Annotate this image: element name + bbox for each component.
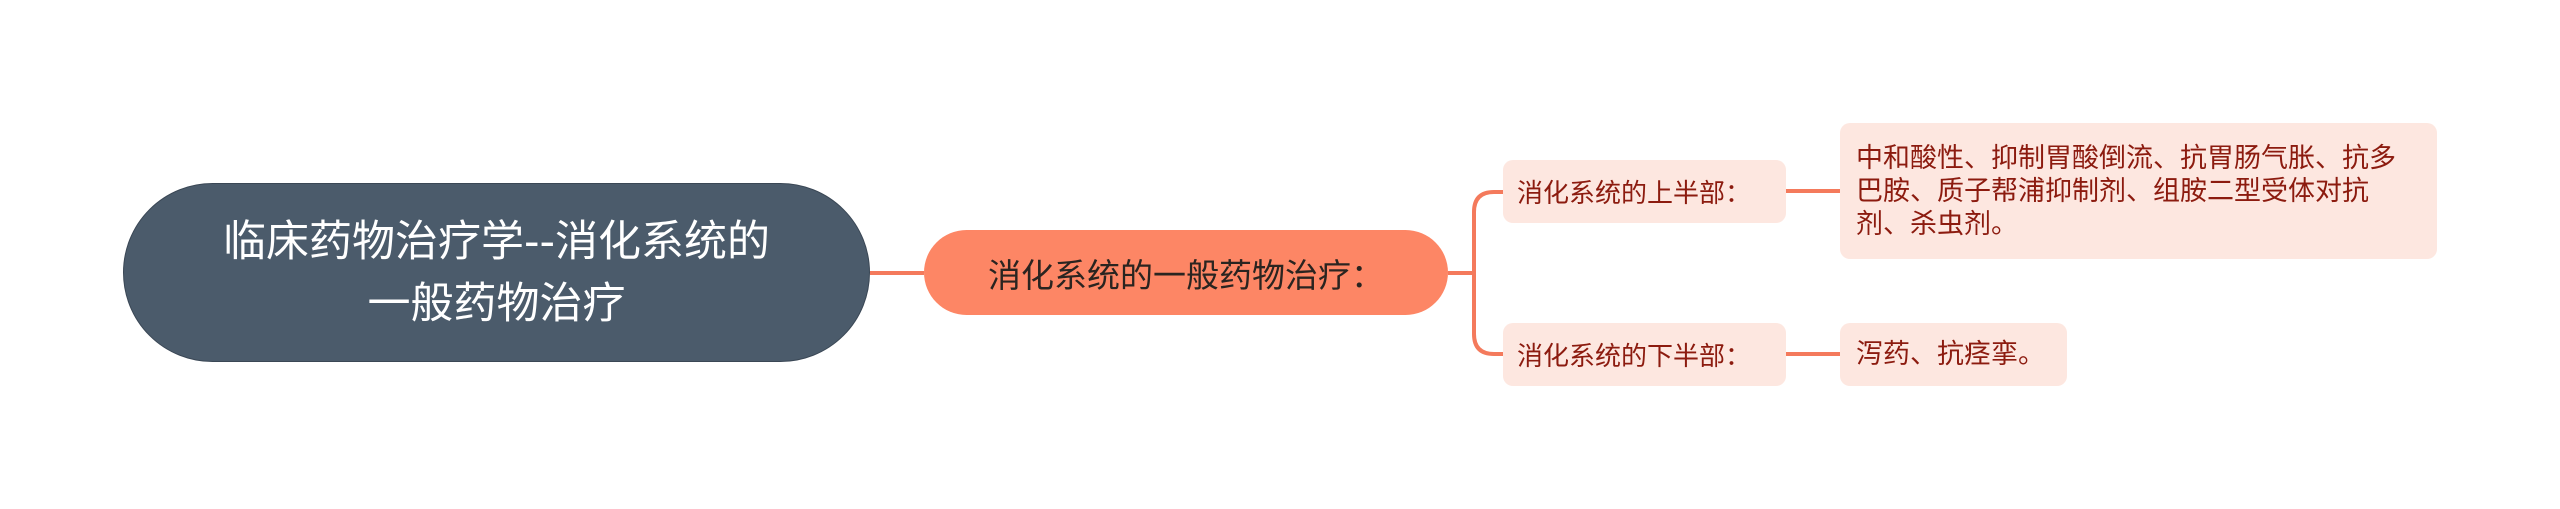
central-topic-label: 临床药物治疗学--消化系统的一般药物治疗 (222, 216, 771, 329)
connector-bracket-upper (1472, 190, 1503, 273)
leaf-label: 中和酸性、抑制胃酸倒流、抗胃肠气胀、抗多巴胺、质子帮浦抑制剂、组胺二型受体对抗剂… (1856, 142, 2396, 240)
subtopic-label: 消化系统的下半部： (1517, 342, 1752, 372)
connector-bracket-lower (1472, 273, 1503, 356)
main-topic[interactable]: 消化系统的一般药物治疗： (924, 230, 1448, 315)
leaf-label: 泻药、抗痉挛。 (1856, 339, 2045, 370)
subtopic-label: 消化系统的上半部： (1517, 179, 1752, 209)
subtopic-lower-digestive[interactable]: 消化系统的下半部： (1503, 323, 1786, 386)
central-topic[interactable]: 临床药物治疗学--消化系统的一般药物治疗 (123, 183, 870, 362)
leaf-lower-digestive-drugs[interactable]: 泻药、抗痉挛。 (1840, 323, 2067, 386)
leaf-upper-digestive-drugs[interactable]: 中和酸性、抑制胃酸倒流、抗胃肠气胀、抗多巴胺、质子帮浦抑制剂、组胺二型受体对抗剂… (1840, 123, 2437, 259)
main-topic-label: 消化系统的一般药物治疗： (988, 255, 1384, 295)
subtopic-upper-digestive[interactable]: 消化系统的上半部： (1503, 160, 1786, 223)
